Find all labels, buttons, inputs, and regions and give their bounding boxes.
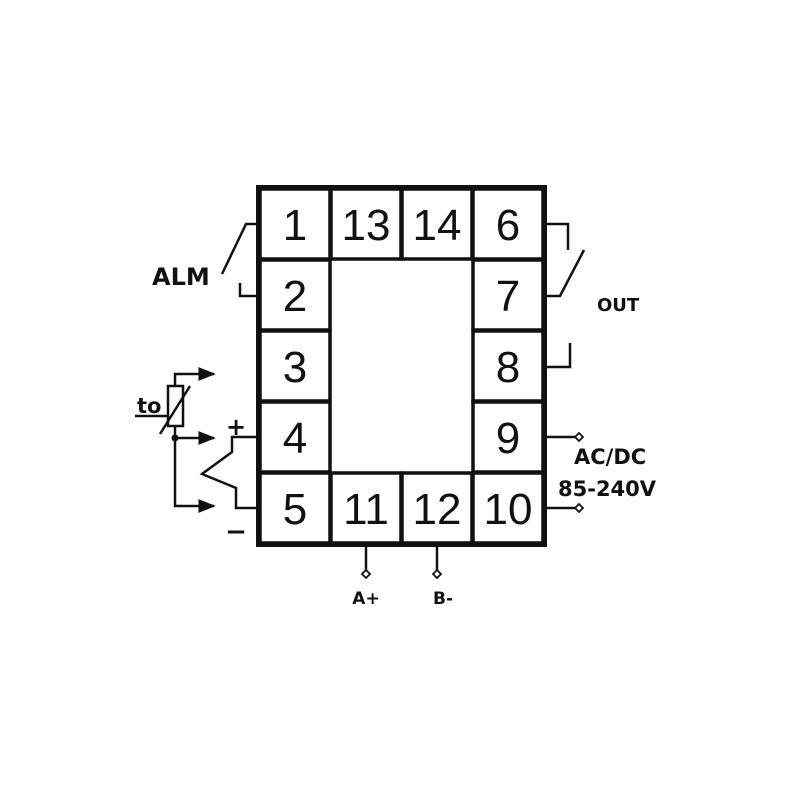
terminal-12: 12 bbox=[400, 471, 474, 545]
rtd-sensor-icon bbox=[135, 367, 216, 513]
terminal-13: 13 bbox=[329, 187, 403, 261]
terminal-8-number: 8 bbox=[496, 343, 520, 392]
bus-b-label: B- bbox=[433, 589, 453, 609]
terminal-2-number: 2 bbox=[283, 272, 307, 321]
terminal-2: 2 bbox=[258, 258, 332, 332]
terminal-3-number: 3 bbox=[283, 343, 307, 392]
terminal-4: 4 bbox=[258, 400, 332, 474]
bus-a-label: A+ bbox=[352, 589, 379, 609]
terminal-5-number: 5 bbox=[283, 485, 307, 534]
alm-relay-switch-icon bbox=[220, 222, 258, 298]
out-label: OUT bbox=[597, 295, 640, 316]
rtd-label: to bbox=[137, 394, 161, 418]
terminal-8-contact bbox=[545, 343, 572, 369]
terminal-7-number: 7 bbox=[496, 272, 520, 321]
terminal-9-number: 9 bbox=[496, 414, 520, 463]
terminal-9: 9 bbox=[471, 400, 545, 474]
alm-label: ALM bbox=[152, 263, 210, 291]
minus-label: − bbox=[225, 517, 247, 547]
terminal-4-number: 4 bbox=[283, 414, 307, 463]
terminal-11-number: 11 bbox=[343, 485, 389, 534]
terminal-3: 3 bbox=[258, 329, 332, 403]
terminal-13-number: 13 bbox=[342, 201, 391, 250]
terminal-8: 8 bbox=[471, 329, 545, 403]
out-relay-switch-icon bbox=[545, 222, 586, 298]
supply-type-label: AC/DC bbox=[574, 445, 646, 469]
terminal-5: 5 bbox=[258, 471, 332, 545]
terminal-1-number: 1 bbox=[283, 201, 307, 250]
terminal-12-number: 12 bbox=[413, 485, 462, 534]
plus-label: + bbox=[226, 413, 246, 441]
terminal-6-number: 6 bbox=[496, 201, 520, 250]
terminal-1: 1 bbox=[258, 187, 332, 261]
terminal-14-number: 14 bbox=[413, 201, 462, 250]
supply-voltage-label: 85-240V bbox=[558, 477, 657, 501]
terminal-11: 11 bbox=[329, 471, 403, 545]
terminal-10-number: 10 bbox=[484, 485, 533, 534]
thermocouple-icon bbox=[199, 435, 258, 510]
bus-terminal-arrow-icon bbox=[360, 545, 443, 580]
power-terminal-arrow-icon bbox=[545, 431, 585, 514]
terminal-14: 14 bbox=[400, 187, 474, 261]
terminal-10: 10 bbox=[471, 471, 545, 545]
terminal-7: 7 bbox=[471, 258, 545, 332]
terminal-6: 6 bbox=[471, 187, 545, 261]
